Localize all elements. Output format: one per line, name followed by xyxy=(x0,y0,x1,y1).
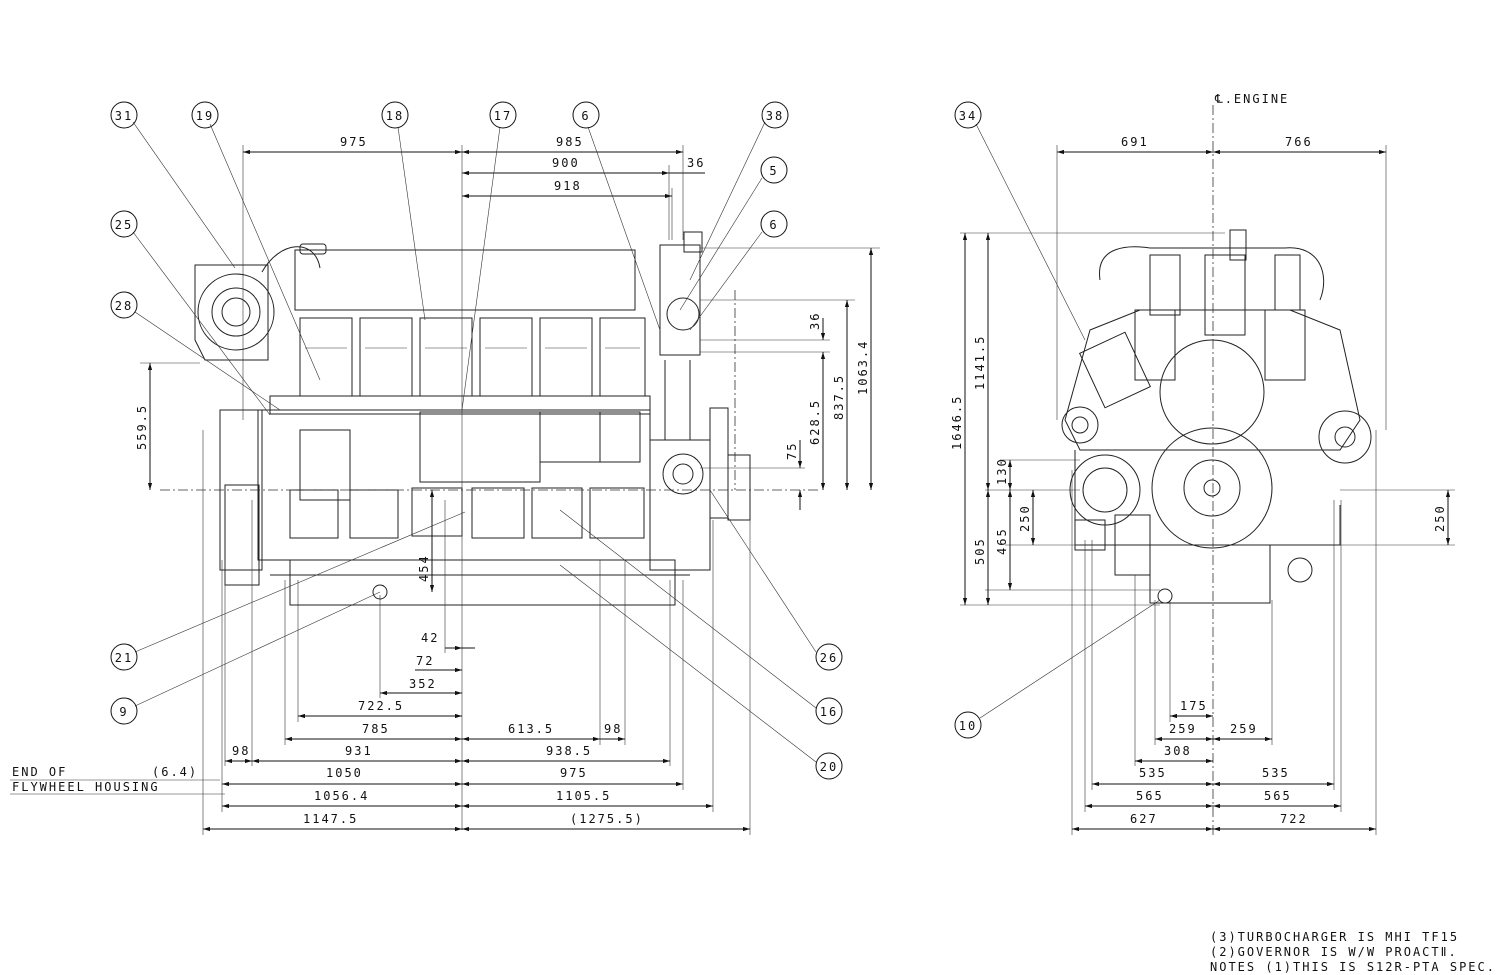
dim-535a: 535 xyxy=(1139,766,1167,780)
dim-559: 559.5 xyxy=(135,404,149,450)
dim-613: 613.5 xyxy=(508,722,554,736)
dim-837: 837.5 xyxy=(832,374,846,420)
dim-1147: 1147.5 xyxy=(303,812,358,826)
balloon-leader-lines xyxy=(132,121,1161,763)
dim-250b: 250 xyxy=(1433,504,1447,532)
balloon-9: 9 xyxy=(110,697,138,725)
note-turbocharger: (3)TURBOCHARGER IS MHI TF15 xyxy=(1210,930,1460,944)
balloon-17: 17 xyxy=(489,101,517,129)
balloon-16: 16 xyxy=(815,697,843,725)
svg-text:5: 5 xyxy=(769,164,778,178)
flywheel-label-line2: FLYWHEEL HOUSING xyxy=(12,780,160,794)
front-view-dimension-lines xyxy=(960,145,1455,835)
side-view-dimension-lines xyxy=(10,145,880,835)
dim-1105: 1105.5 xyxy=(556,789,611,803)
balloon-6a: 6 xyxy=(572,101,600,129)
dim-627: 627 xyxy=(1130,812,1158,826)
dim-918: 918 xyxy=(554,179,582,193)
svg-text:34: 34 xyxy=(959,109,977,123)
dim-454: 454 xyxy=(417,554,431,582)
dim-1063: 1063.4 xyxy=(856,340,870,395)
svg-text:16: 16 xyxy=(820,705,838,719)
balloon-21: 21 xyxy=(110,643,138,671)
dim-565b: 565 xyxy=(1264,789,1292,803)
svg-text:25: 25 xyxy=(115,218,133,232)
balloon-18: 18 xyxy=(381,101,409,129)
dim-975a: 975 xyxy=(340,135,368,149)
balloon-26: 26 xyxy=(815,643,843,671)
engine-centerline-label: ℄.ENGINE xyxy=(1214,92,1289,106)
balloon-10: 10 xyxy=(954,711,982,739)
part-balloons: 31 19 18 17 6 38 5 6 25 28 21 9 26 16 20… xyxy=(110,101,982,780)
dim-931: 931 xyxy=(345,744,373,758)
svg-text:19: 19 xyxy=(196,109,214,123)
svg-text:18: 18 xyxy=(386,109,404,123)
svg-text:20: 20 xyxy=(820,760,838,774)
notes-block: (3)TURBOCHARGER IS MHI TF15 (2)GOVERNOR … xyxy=(1210,930,1500,975)
dim-465: 465 xyxy=(995,527,1009,555)
dim-1056: 1056.4 xyxy=(314,789,369,803)
dim-130: 130 xyxy=(995,457,1009,485)
dim-975b: 975 xyxy=(560,766,588,780)
balloon-28: 28 xyxy=(110,291,138,319)
balloon-6b: 6 xyxy=(760,210,788,238)
flywheel-label-line1: END OF xyxy=(12,765,67,779)
dim-352: 352 xyxy=(409,677,437,691)
dim-628: 628.5 xyxy=(808,399,822,445)
balloon-5: 5 xyxy=(760,156,788,184)
dim-98b: 98 xyxy=(604,722,622,736)
balloon-19: 19 xyxy=(191,101,219,129)
svg-text:21: 21 xyxy=(115,651,133,665)
dim-250a: 250 xyxy=(1018,504,1032,532)
svg-text:28: 28 xyxy=(115,299,133,313)
side-view-engine xyxy=(194,231,751,606)
dim-938: 938.5 xyxy=(546,744,592,758)
dim-691: 691 xyxy=(1121,135,1149,149)
balloon-20: 20 xyxy=(815,752,843,780)
dim-42: 42 xyxy=(421,631,439,645)
dim-985: 985 xyxy=(556,135,584,149)
dim-175: 175 xyxy=(1180,699,1208,713)
dim-36a: 36 xyxy=(687,156,705,170)
dim-36b: 36 xyxy=(808,312,822,330)
svg-text:26: 26 xyxy=(820,651,838,665)
dim-72: 72 xyxy=(416,654,434,668)
dim-308: 308 xyxy=(1164,744,1192,758)
dim-785: 785 xyxy=(362,722,390,736)
dim-722: 722.5 xyxy=(358,699,404,713)
dimension-values: 975 985 900 36 918 691 766 36 628.5 837.… xyxy=(135,135,1447,826)
svg-text:38: 38 xyxy=(766,109,784,123)
dim-6-4: (6.4) xyxy=(152,765,198,779)
dim-505: 505 xyxy=(973,537,987,565)
dim-259b: 259 xyxy=(1230,722,1258,736)
note-governor: (2)GOVERNOR IS W/W PROACTⅡ. xyxy=(1210,945,1458,959)
dim-1275: (1275.5) xyxy=(570,812,644,826)
dim-75: 75 xyxy=(785,442,799,460)
balloon-34: 34 xyxy=(954,101,982,129)
dim-565a: 565 xyxy=(1136,789,1164,803)
dim-766: 766 xyxy=(1285,135,1313,149)
dim-722b: 722 xyxy=(1280,812,1308,826)
dim-259a: 259 xyxy=(1169,722,1197,736)
dim-1141: 1141.5 xyxy=(973,335,987,390)
dim-98a: 98 xyxy=(232,744,250,758)
svg-text:31: 31 xyxy=(115,109,133,123)
balloon-25: 25 xyxy=(110,210,138,238)
dim-535b: 535 xyxy=(1262,766,1290,780)
front-view-engine xyxy=(1061,229,1372,604)
svg-text:10: 10 xyxy=(959,719,977,733)
svg-text:9: 9 xyxy=(119,705,128,719)
balloon-31: 31 xyxy=(110,101,138,129)
dim-900: 900 xyxy=(552,156,580,170)
dim-1646: 1646.5 xyxy=(950,395,964,450)
balloon-38: 38 xyxy=(761,101,789,129)
svg-text:6: 6 xyxy=(769,218,778,232)
svg-text:17: 17 xyxy=(494,109,512,123)
dim-1050: 1050 xyxy=(326,766,363,780)
svg-text:6: 6 xyxy=(581,109,590,123)
